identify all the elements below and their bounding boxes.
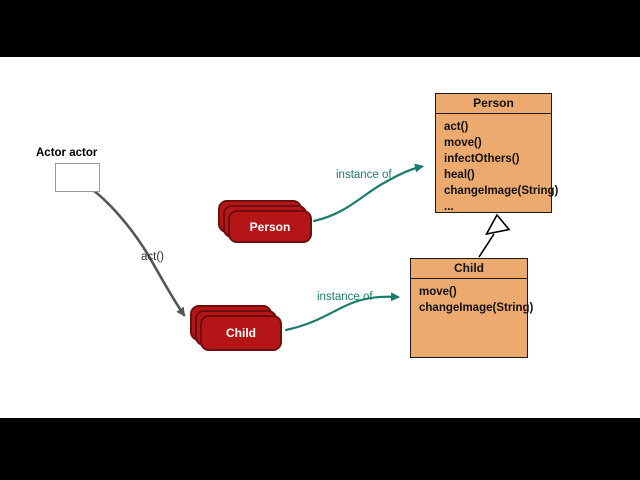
letterbox-bottom <box>0 418 640 480</box>
stack-label-child: Child <box>226 326 256 340</box>
actor-box <box>55 163 100 192</box>
stack-card-front: Person <box>228 210 312 243</box>
act-call-label: act() <box>141 251 164 263</box>
method-row: act() <box>444 121 469 133</box>
method-row: heal() <box>444 169 475 181</box>
class-title-child: Child <box>411 259 527 279</box>
method-row: changeImage(String) <box>444 185 559 197</box>
stack-card-front: Child <box>200 315 282 351</box>
stack-label-person: Person <box>249 219 291 234</box>
method-row: changeImage(String) <box>419 302 534 314</box>
class-box-person: Person act() move() infectOthers() heal(… <box>435 93 559 215</box>
actor-label: Actor actor <box>36 147 98 159</box>
class-box-child: Child move() changeImage(String) <box>410 258 534 358</box>
method-row: move() <box>444 137 482 149</box>
method-row: infectOthers() <box>444 153 520 165</box>
class-title-person: Person <box>436 94 551 114</box>
class-body-child: move() changeImage(String) <box>411 279 534 316</box>
instance-of-label-child: instance of <box>317 291 373 303</box>
letterbox-top <box>0 0 640 57</box>
method-row: move() <box>419 286 457 298</box>
method-row: ... <box>444 201 454 213</box>
instance-stack-person: Person <box>218 200 312 243</box>
class-body-person: act() move() infectOthers() heal() chang… <box>436 114 559 215</box>
instance-of-label-person: instance of <box>336 169 392 181</box>
instance-stack-child: Child <box>190 305 282 351</box>
